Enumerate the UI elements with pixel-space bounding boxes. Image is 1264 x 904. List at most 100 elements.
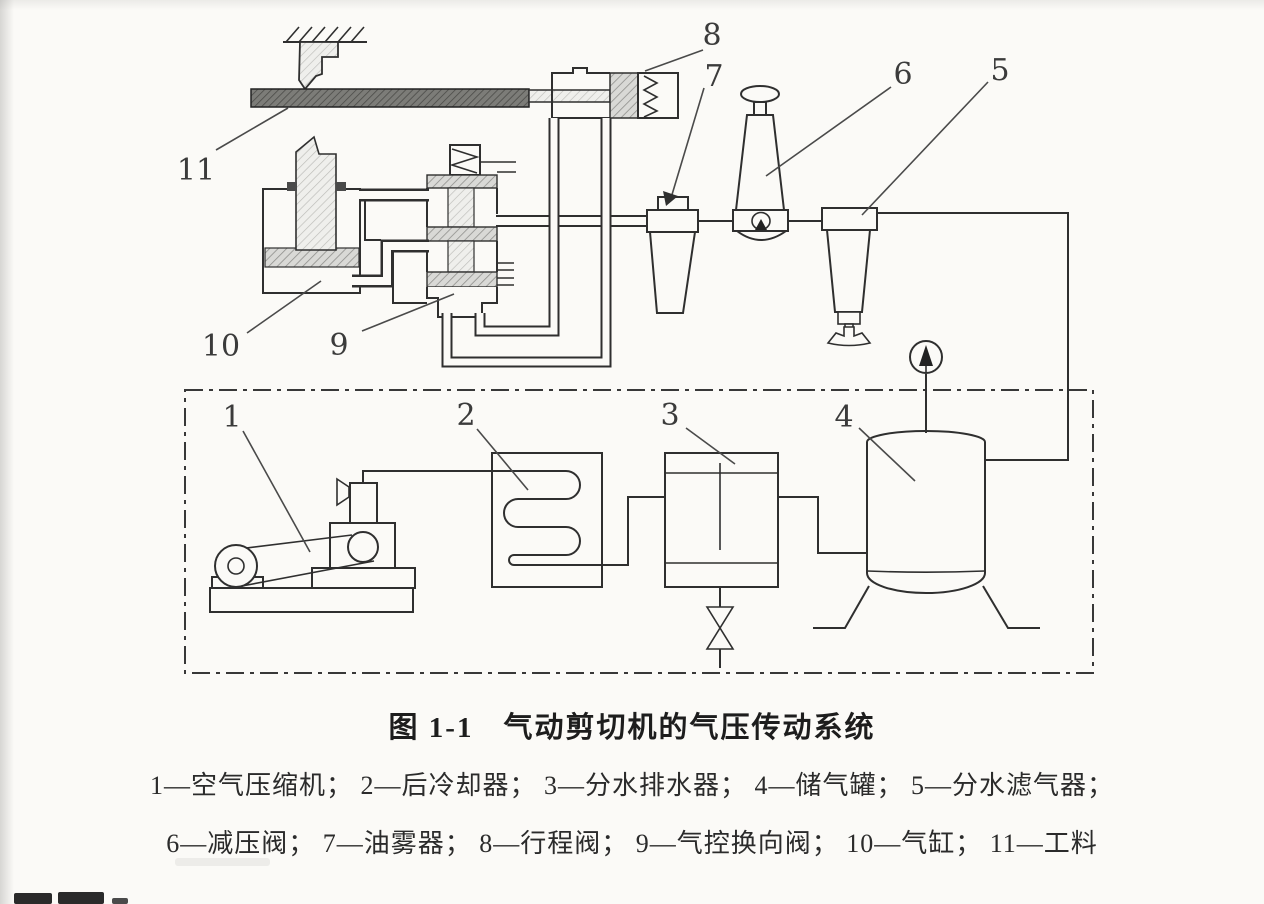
valve9-flange-bottom — [426, 271, 498, 288]
callout-8: 8 — [702, 18, 721, 53]
compressor-pedestal — [311, 567, 416, 589]
reducer-stem — [753, 101, 767, 116]
print-smudge — [175, 858, 270, 866]
compressor-head — [349, 482, 378, 524]
lubricator-head — [646, 209, 699, 233]
legend-line-1: 1—空气压缩机； 2—后冷却器； 3—分水排水器； 4—储气罐； 5—分水滤气器… — [149, 771, 1114, 800]
valve9-spring — [449, 148, 480, 174]
callout-3: 3 — [660, 398, 679, 433]
compressor-station-boundary — [184, 389, 1094, 674]
fixed-blade-assembly — [283, 26, 367, 91]
leader-7-arrowhead — [663, 191, 678, 206]
leader-11 — [215, 107, 289, 151]
reducer-bottom-dome — [736, 230, 787, 241]
leader-6 — [765, 86, 892, 177]
water-separating-filter — [821, 207, 878, 347]
cutoff-text-fragment — [58, 892, 104, 904]
cutoff-text-fragment — [112, 898, 128, 904]
piston — [264, 247, 360, 268]
callout-11: 11 — [177, 153, 215, 188]
separator-shell — [664, 452, 779, 588]
intake-horn — [336, 477, 350, 507]
fixed-blade — [298, 41, 339, 91]
valve9-body-bottom — [426, 287, 498, 318]
oil-mist-lubricator — [646, 196, 699, 314]
valve9-exhaust-stubs — [497, 262, 514, 286]
valve9-flange-mid — [426, 226, 498, 242]
aftercooler — [491, 452, 665, 588]
line-filter-to-tank — [877, 212, 1069, 461]
separator-baffle-lines — [665, 472, 778, 564]
valve9-mount-block-upper — [364, 201, 381, 241]
piston-rod — [295, 135, 337, 251]
leader-7 — [670, 87, 705, 199]
workpiece-bar — [250, 88, 530, 108]
tank-legs — [813, 585, 1040, 629]
callout-4: 4 — [834, 400, 853, 435]
pipes — [352, 118, 648, 368]
callout-2: 2 — [456, 398, 475, 433]
leader-9 — [361, 293, 455, 332]
leader-4 — [858, 427, 916, 482]
valve9-mount-block-lower — [392, 252, 427, 304]
valve8-spring-box — [637, 72, 679, 119]
leader-5 — [861, 81, 989, 216]
filter-head — [821, 207, 878, 231]
valve9-spool-upper — [447, 187, 475, 228]
callout-1: 1 — [222, 400, 241, 435]
gauge-arrow-icon — [919, 345, 933, 366]
leader-10 — [246, 280, 322, 334]
leader-8 — [644, 49, 704, 72]
lubricator-bowl — [648, 231, 697, 314]
stroke-valve — [551, 67, 679, 119]
ceiling-hatch — [285, 26, 365, 43]
tank-body — [866, 430, 986, 594]
callout-6: 6 — [893, 57, 912, 92]
callout-10: 10 — [202, 329, 240, 364]
leader-1 — [242, 430, 311, 553]
motor-hub — [227, 557, 245, 575]
drain-valve-upper — [705, 606, 735, 630]
air-compressor — [209, 470, 492, 613]
cutoff-text-fragment — [14, 893, 52, 904]
figure-caption: 图 1-1 气动剪切机的气压传动系统 — [0, 704, 1264, 746]
line-separator-to-tank — [778, 496, 867, 554]
filter-drain-body — [837, 311, 861, 325]
air-receiver-tank — [813, 340, 1040, 629]
callout-numbers: 11 10 9 8 7 6 5 1 2 3 4 — [177, 18, 1010, 435]
leader-2 — [476, 428, 529, 491]
compressor-base — [209, 587, 414, 613]
rod-gland-right — [336, 182, 346, 191]
valve9-casing — [426, 188, 498, 272]
reducer-handwheel — [740, 85, 780, 103]
callout-5: 5 — [990, 53, 1009, 88]
line-cooler-to-separator — [602, 496, 665, 566]
stroke-valve-plunger-rod — [528, 89, 611, 103]
drain-valve-lower — [705, 626, 735, 650]
leader-3 — [685, 427, 736, 465]
callout-7: 7 — [704, 59, 723, 94]
valve8-bracket — [551, 67, 610, 119]
line-compressor-to-cooler — [362, 470, 492, 483]
filter-drain-tray — [826, 326, 872, 347]
callout-9: 9 — [329, 328, 348, 363]
rod-gland-left — [287, 182, 297, 191]
cooler-shell — [491, 452, 603, 588]
water-separator-drainer — [664, 452, 867, 668]
supply-lines — [698, 212, 1069, 461]
pressure-reducing-valve — [732, 85, 789, 241]
valve9-spool-lower — [447, 240, 475, 273]
valve8-spring — [642, 75, 659, 118]
reducer-bonnet — [734, 114, 786, 211]
figure-title: 气动剪切机的气压传动系统 — [503, 712, 876, 744]
figure-number: 图 1-1 — [388, 712, 474, 744]
callout-leaders — [215, 49, 989, 553]
reducer-poppet — [755, 219, 767, 230]
legend-line-2: 6—减压阀； 7—油雾器； 8—行程阀； 9—气控换向阀； 10—气缸； 11—… — [166, 829, 1098, 858]
filter-bowl — [825, 229, 872, 313]
tank-bottom-seam — [866, 570, 986, 573]
pilot-directional-valve — [364, 144, 516, 318]
valve8-piston-block — [609, 72, 639, 119]
